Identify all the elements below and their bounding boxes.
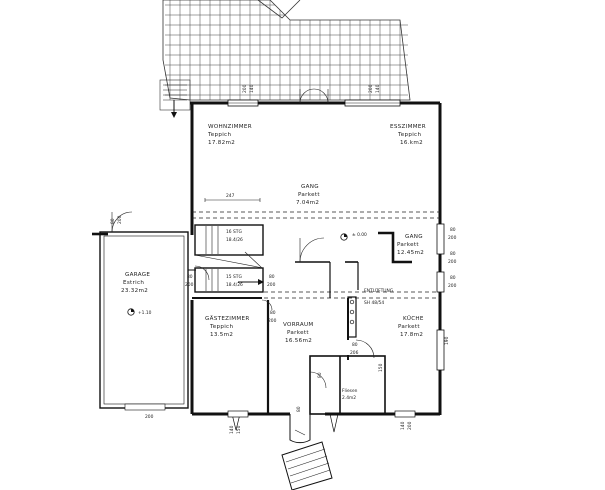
room-wohnzimmer-floor: Teppich — [207, 132, 231, 138]
elevation-label-garage: +1.10 — [138, 310, 152, 316]
interior-walls — [192, 231, 412, 415]
elevation-label-0: ± 0.00 — [352, 232, 367, 238]
dim-entry-80: 80 — [296, 406, 302, 412]
elevation-marker-garage: +1.10 — [127, 308, 152, 316]
dim-247: 247 — [226, 193, 235, 199]
dim-right-80-c: 80 — [450, 275, 456, 281]
dim-vorraum-200: 200 — [268, 318, 277, 324]
room-kueche-name: KÜCHE — [403, 315, 424, 322]
corridor-lines — [192, 198, 440, 299]
room-gang-upper-floor: Parkett — [298, 192, 320, 198]
room-wohnzimmer-area: 17.82m2 — [208, 140, 235, 146]
dimension-labels: 200 140 200 140 80 200 80 200 80 200 190… — [110, 84, 457, 434]
room-vorraum-area: 16.56m2 — [285, 338, 312, 344]
room-garage-floor: Estrich — [123, 280, 144, 286]
bottom-windows — [227, 410, 416, 418]
top-windows — [227, 88, 401, 107]
terrace-grid — [162, 0, 411, 101]
room-kueche-floor: Parkett — [398, 324, 420, 330]
dim-right-200-a: 200 — [448, 235, 457, 241]
room-gang-right-floor: Parkett — [397, 242, 419, 248]
dim-stair-200: 200 — [267, 282, 276, 288]
exterior-walls — [190, 101, 442, 416]
room-gang-right-name: GANG — [405, 234, 423, 240]
dim-garage-bottom-200: 200 — [145, 414, 154, 420]
staircase — [194, 224, 264, 293]
dim-top-left-140: 140 — [249, 84, 255, 93]
room-bad-floor: Fliesen — [342, 388, 358, 394]
room-gang-upper-name: GANG — [301, 184, 319, 190]
dim-right-80-b: 80 — [450, 251, 456, 257]
dim-right-190: 190 — [444, 336, 450, 345]
dim-bottom-150: 150 — [236, 425, 242, 434]
dim-kueche-206: 206 — [350, 350, 359, 356]
dim-kueche-80: 80 — [352, 342, 358, 348]
label-entlueftung: ENTLÜFTUNG — [364, 287, 394, 294]
dim-garage-80: 80 — [110, 218, 116, 224]
room-gang-right-area: 12.45m2 — [397, 250, 424, 256]
dim-stair-80: 80 — [269, 274, 275, 280]
dim-bottom-140: 140 — [229, 425, 235, 434]
room-esszimmer-area: 16.km2 — [400, 140, 423, 146]
room-vorraum-floor: Parkett — [287, 330, 309, 336]
dim-top-right-200: 200 — [368, 84, 374, 93]
label-sh: SH 48/54 — [364, 300, 384, 306]
elevation-marker-0: ± 0.00 — [340, 232, 367, 241]
room-gang-upper-area: 7.04m2 — [296, 200, 319, 206]
room-gaestezimmer-name: GÄSTEZIMMER — [205, 315, 250, 322]
room-kueche-area: 17.8m2 — [400, 332, 423, 338]
dim-top-right-140: 140 — [375, 84, 381, 93]
room-esszimmer-name: ESSZIMMER — [390, 124, 426, 130]
garage — [92, 211, 196, 411]
dim-bath-150: 150 — [378, 363, 384, 372]
room-gaestezimmer-area: 13.5m2 — [210, 332, 233, 338]
stairs-1-ratio: 18.4/26 — [226, 237, 243, 243]
room-garage-name: GARAGE — [125, 272, 150, 278]
room-gaestezimmer-floor: Teppich — [209, 324, 233, 330]
dim-garage-200: 200 — [117, 215, 123, 224]
dim-right-200-b: 200 — [448, 259, 457, 265]
dim-bath-80: 80 — [317, 372, 323, 378]
right-wall-openings — [436, 223, 445, 371]
room-bad-area: 2.4m2 — [342, 395, 356, 401]
stairs-2-ratio: 18.4/26 — [226, 282, 243, 288]
dim-top-left-200: 200 — [242, 84, 248, 93]
stairs-2-label: 15 STG — [226, 274, 242, 280]
terrace-steps — [159, 79, 191, 118]
room-esszimmer-floor: Teppich — [397, 132, 421, 138]
dim-bottom-right-140: 140 — [400, 421, 406, 430]
dim-garage-door-200: 200 — [185, 282, 194, 288]
entrance-stair — [231, 413, 339, 490]
room-vorraum-name: VORRAUM — [283, 322, 314, 328]
stairs-1-label: 16 STG — [226, 229, 242, 235]
room-wohnzimmer-name: WOHNZIMMER — [208, 124, 252, 130]
dim-right-200-c: 200 — [448, 283, 457, 289]
dim-garage-door-80: 80 — [187, 274, 193, 280]
dim-bottom-right-200: 200 — [407, 421, 413, 430]
dim-right-80-a: 80 — [450, 227, 456, 233]
room-garage-area: 23.32m2 — [121, 288, 148, 294]
dim-vorraum-80: 80 — [270, 310, 276, 316]
